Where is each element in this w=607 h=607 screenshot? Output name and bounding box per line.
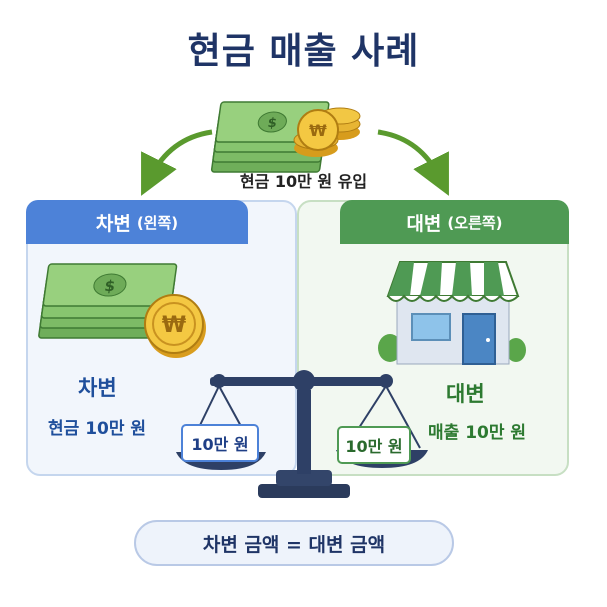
credit-detail: 매출 10만 원: [428, 423, 527, 443]
svg-text:$: $: [267, 116, 278, 131]
left-inflow-arrow: [141, 129, 213, 196]
debit-cash-icon: $ ₩: [38, 263, 206, 358]
credit-header-tab: 대변 (오른쪽): [340, 200, 569, 244]
debit-header-tab: 차변 (왼쪽): [26, 200, 248, 244]
credit-tab-title: 대변: [406, 212, 442, 235]
coin-won-symbol: ₩: [162, 313, 186, 338]
right-inflow-arrow: [377, 129, 449, 196]
credit-pan-label: 10만 원: [337, 426, 411, 464]
top-cash-icon: $ ₩: [210, 101, 361, 173]
cash-inflow-label: 현금 10만 원 유입: [239, 172, 368, 191]
credit-heading: 대변: [446, 382, 485, 406]
svg-text:₩: ₩: [309, 121, 327, 140]
svg-text:$: $: [103, 277, 116, 295]
debit-tab-title: 차변: [95, 212, 131, 235]
page-title: 현금 매출 사례: [187, 31, 420, 72]
credit-tab-subtitle: (오른쪽): [447, 213, 503, 232]
debit-tab-subtitle: (왼쪽): [136, 213, 179, 232]
top-coins-icon: ₩: [293, 107, 361, 157]
debit-coin-icon: ₩: [144, 294, 206, 358]
debit-heading: 차변: [78, 376, 117, 400]
store-icon: [378, 261, 526, 365]
debit-pan-label: 10만 원: [181, 424, 259, 462]
balance-equation: 차변 금액 = 대변 금액: [134, 520, 454, 566]
debit-detail: 현금 10만 원: [48, 419, 147, 439]
